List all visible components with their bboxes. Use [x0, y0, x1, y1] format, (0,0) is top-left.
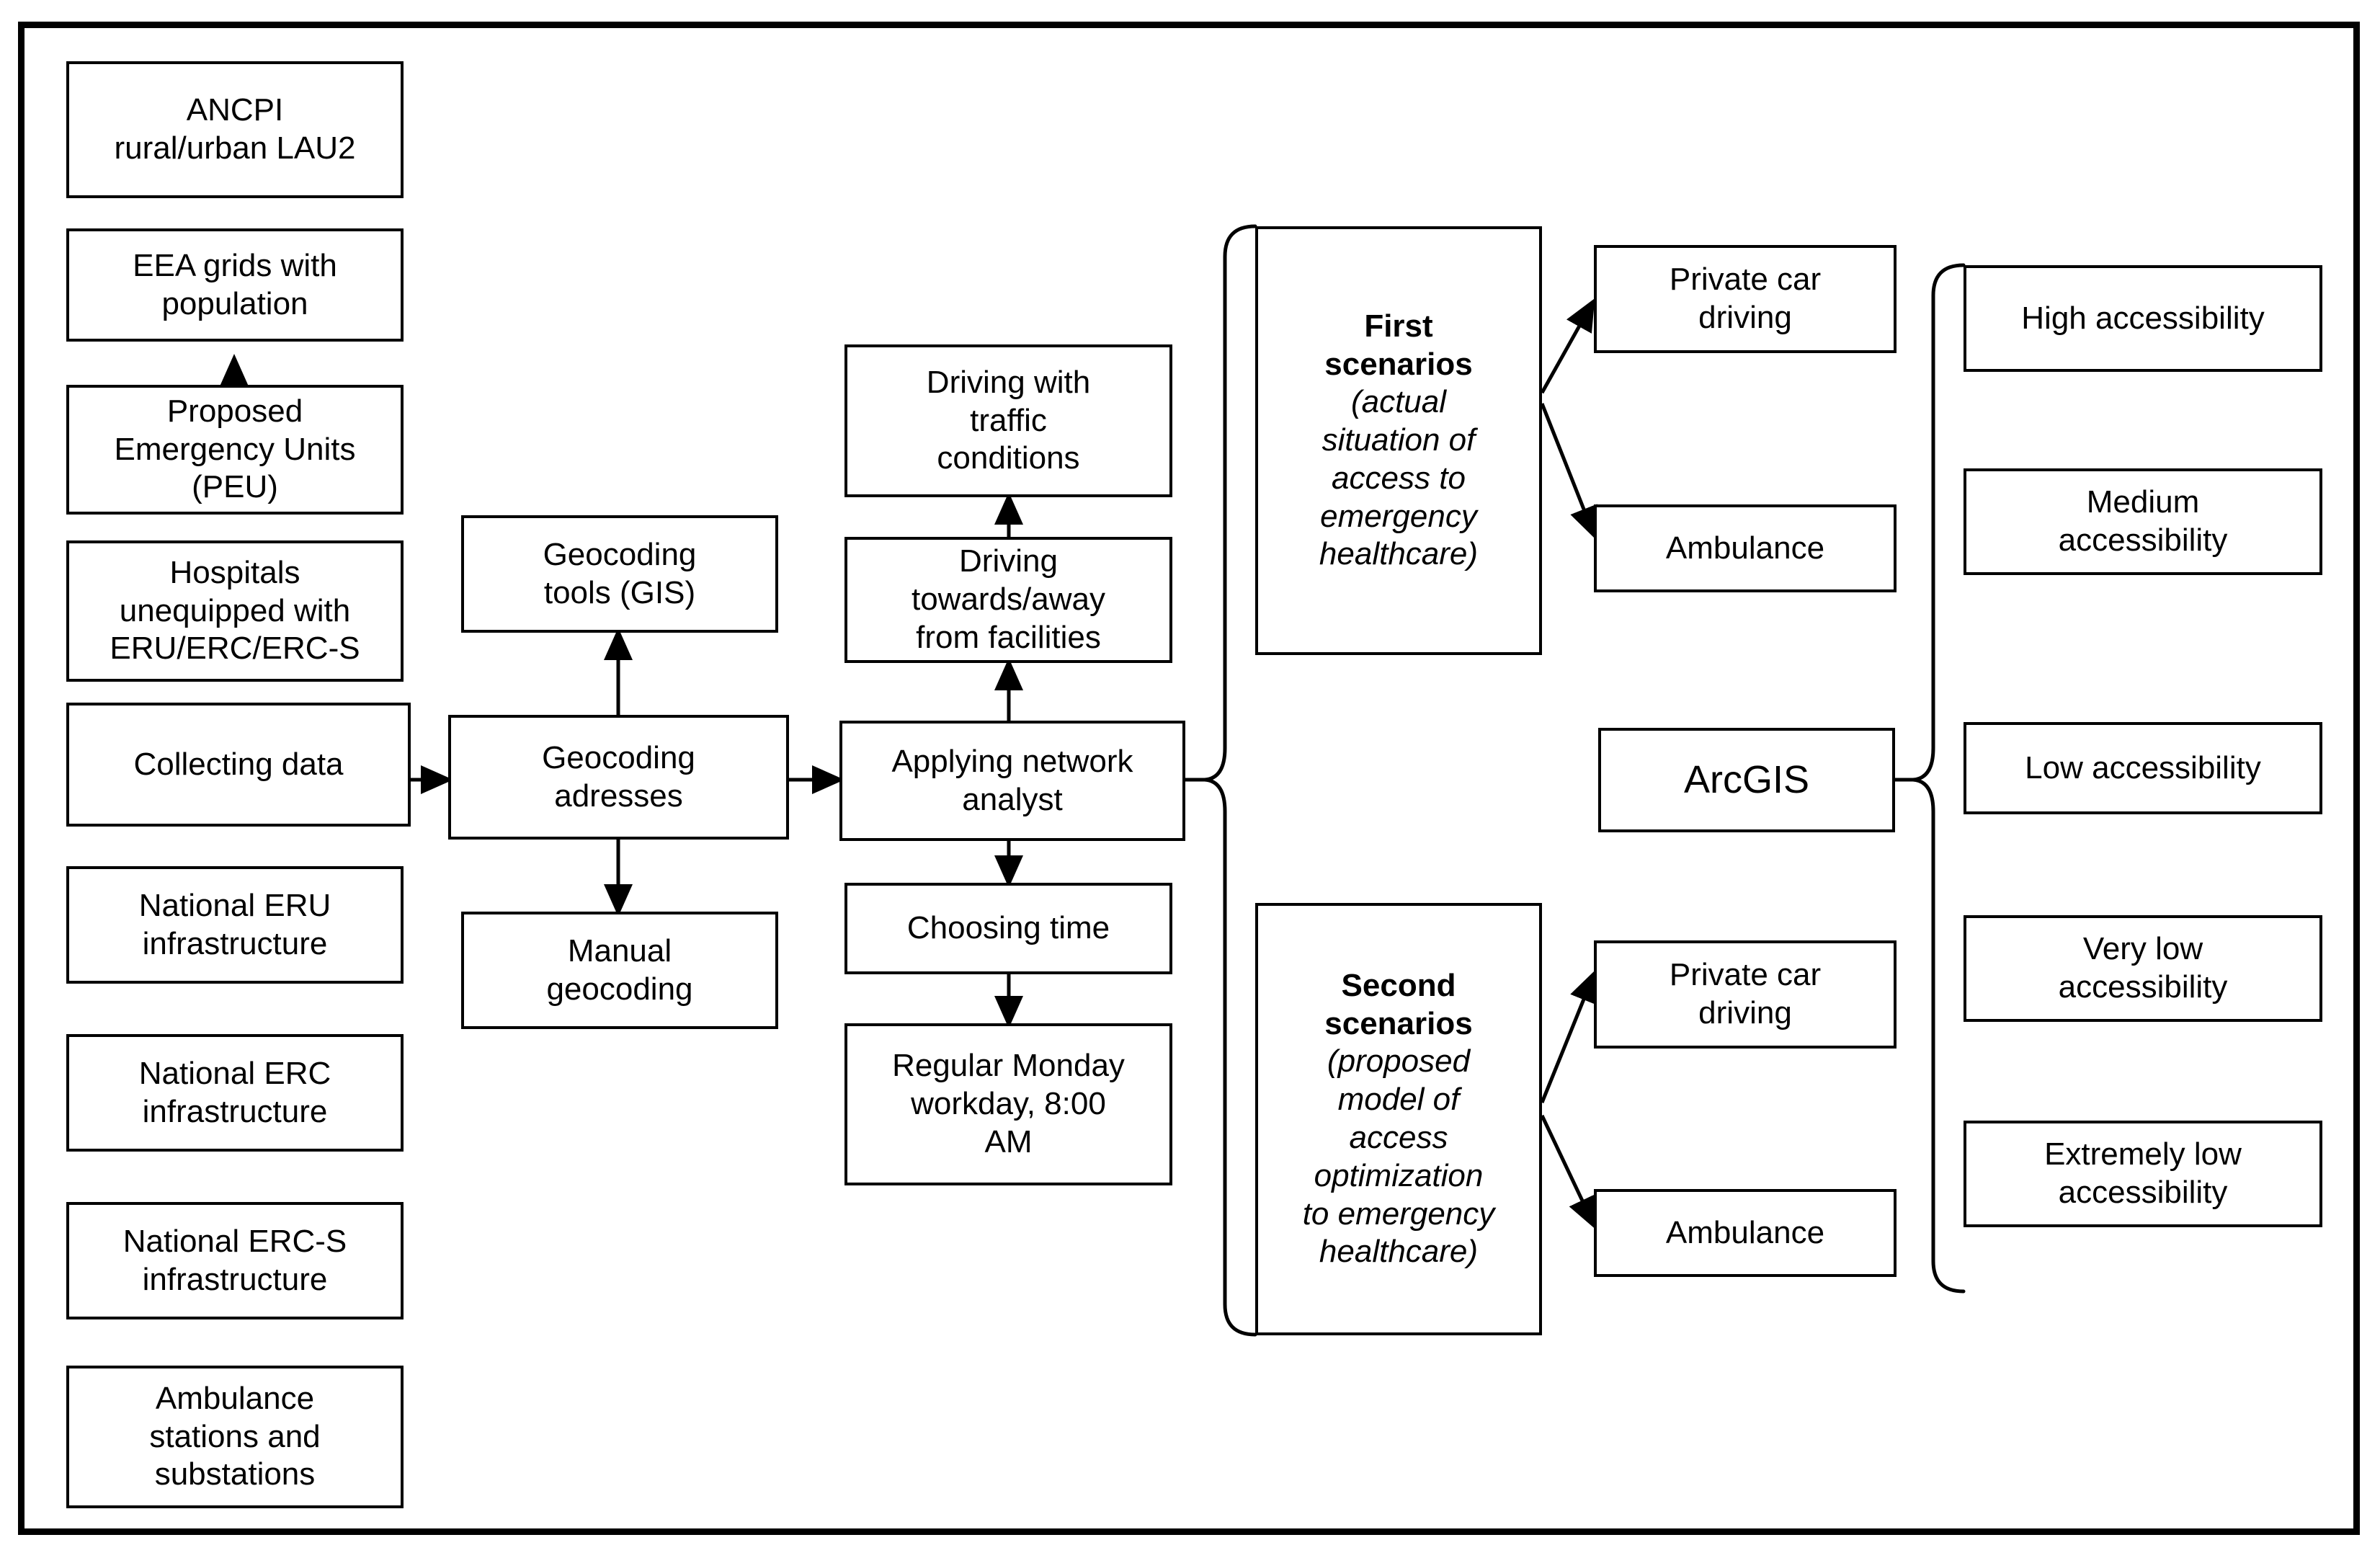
node-national-eru-infrastructure[interactable]: National ERU infrastructure — [66, 866, 404, 984]
node-national-erc-s-infrastructure[interactable]: National ERC-S infrastructure — [66, 1202, 404, 1319]
node-geocoding-adresses[interactable]: Geocoding adresses — [448, 715, 789, 840]
diagram-outer-frame — [18, 22, 2360, 1535]
node-first-ambulance[interactable]: Ambulance — [1594, 504, 1897, 592]
node-low-accessibility[interactable]: Low accessibility — [1964, 722, 2322, 814]
second-scenarios-subtitle: (proposed model of access optimization t… — [1302, 1043, 1495, 1270]
node-first-private-car-driving[interactable]: Private car driving — [1594, 245, 1897, 353]
node-first-scenarios[interactable]: First scenarios (actual situation of acc… — [1255, 226, 1542, 655]
node-high-accessibility[interactable]: High accessibility — [1964, 265, 2322, 372]
node-extremely-low-accessibility[interactable]: Extremely low accessibility — [1964, 1121, 2322, 1227]
node-ambulance-stations-substations[interactable]: Ambulance stations and substations — [66, 1366, 404, 1508]
node-arcgis[interactable]: ArcGIS — [1598, 728, 1895, 832]
node-regular-monday-workday[interactable]: Regular Monday workday, 8:00 AM — [844, 1023, 1172, 1185]
node-proposed-emergency-units[interactable]: Proposed Emergency Units (PEU) — [66, 385, 404, 515]
node-hospitals-unequipped[interactable]: Hospitals unequipped with ERU/ERC/ERC-S — [66, 540, 404, 682]
node-collecting-data[interactable]: Collecting data — [66, 703, 411, 827]
node-second-ambulance[interactable]: Ambulance — [1594, 1189, 1897, 1277]
node-eea-grids[interactable]: EEA grids with population — [66, 228, 404, 342]
node-national-erc-infrastructure[interactable]: National ERC infrastructure — [66, 1034, 404, 1152]
first-scenarios-subtitle: (actual situation of access to emergency… — [1319, 384, 1479, 572]
node-ancpi[interactable]: ANCPI rural/urban LAU2 — [66, 61, 404, 198]
node-manual-geocoding[interactable]: Manual geocoding — [461, 912, 778, 1029]
node-geocoding-tools-gis[interactable]: Geocoding tools (GIS) — [461, 515, 778, 633]
node-choosing-time[interactable]: Choosing time — [844, 883, 1172, 974]
second-scenarios-title: Second scenarios — [1324, 967, 1473, 1041]
node-very-low-accessibility[interactable]: Very low accessibility — [1964, 915, 2322, 1022]
first-scenarios-title: First scenarios — [1324, 308, 1473, 382]
node-driving-towards-away-from-facilities[interactable]: Driving towards/away from facilities — [844, 537, 1172, 663]
node-second-scenarios[interactable]: Second scenarios (proposed model of acce… — [1255, 903, 1542, 1335]
node-medium-accessibility[interactable]: Medium accessibility — [1964, 468, 2322, 575]
node-second-private-car-driving[interactable]: Private car driving — [1594, 940, 1897, 1049]
node-driving-with-traffic-conditions[interactable]: Driving with traffic conditions — [844, 344, 1172, 497]
node-applying-network-analyst[interactable]: Applying network analyst — [839, 721, 1185, 841]
